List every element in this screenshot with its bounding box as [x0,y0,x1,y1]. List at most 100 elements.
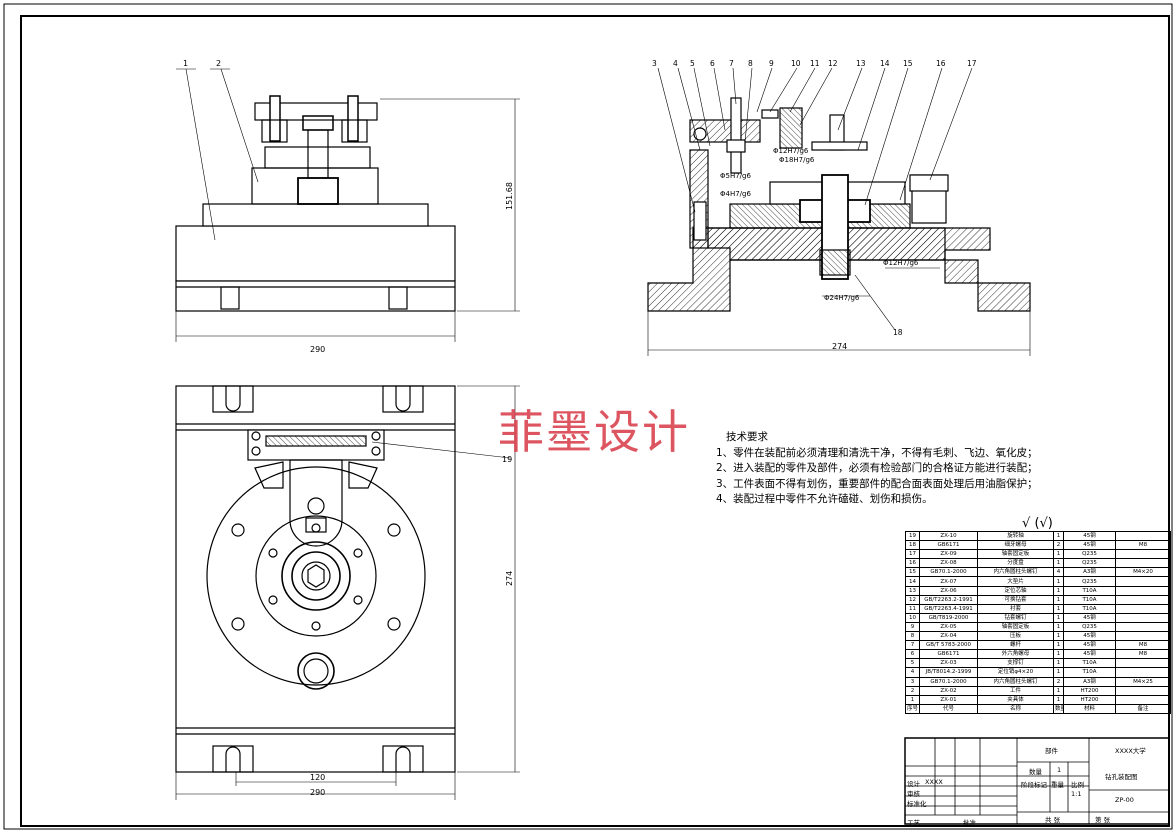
bom-cell-no: 序号 [905,703,920,714]
title-block: 部件 XXXX大学 数量 1 钻孔装配图 阶段标记 重量 比例 1:1 ZP-0… [905,738,1170,827]
bom-cell-code: GB6171 [919,540,978,551]
tb-approve: 批准 [963,819,976,827]
tb-weight-label: 重量 [1051,781,1064,789]
section-balloon-9: 9 [769,59,774,68]
section-balloon-8: 8 [748,59,753,68]
sheet-inner-border [20,15,1170,827]
bom-cell-qty: 1 [1053,576,1064,587]
bom-cell-mat: 45钢 [1063,540,1116,551]
tb-sheet-count: 共 张 [1045,816,1061,824]
bom-cell-no: 1 [905,694,920,705]
tech-title: 技术要求 [726,431,768,443]
bom-cell-no: 14 [905,576,920,587]
bom-cell-name: 细牙螺母 [977,540,1054,551]
top-dim-height: 274 [505,571,514,586]
bom-cell-no: 8 [905,631,920,642]
bom-cell-note: 备注 [1115,703,1171,714]
watermark-text: 菲墨设计 [498,405,690,459]
bom-cell-code: ZX-10 [919,530,978,542]
bom-cell-mat: A3钢 [1063,567,1116,578]
tb-stage-label: 阶段标记 [1021,781,1047,789]
bom-cell-mat: 45钢 [1063,530,1116,542]
bom-cell-mat: 45钢 [1063,612,1116,623]
bom-cell-code: 代号 [919,703,978,714]
bom-cell-no: 3 [905,676,920,687]
bom-cell-code: GB70.1-2000 [919,567,978,578]
bom-cell-code: ZX-03 [919,658,978,669]
bom-cell-mat: Q235 [1063,558,1116,569]
front-balloon-2: 2 [216,59,221,68]
bom-cell-note [1115,658,1171,669]
bom-cell-mat: Q235 [1063,576,1116,587]
section-balloon-12: 12 [828,59,838,68]
bom-cell-name: 压板 [977,631,1054,642]
bom-cell-code: ZX-01 [919,694,978,705]
bom-cell-note: M8 [1115,640,1171,651]
bom-header-row: 序号代号名称数量材料备注 [905,703,1171,714]
bom-cell-mat: T10A [1063,594,1116,605]
fit-24h7: Φ24H7/g6 [824,294,860,302]
bom-cell-no: 5 [905,658,920,669]
section-balloon-14: 14 [880,59,890,68]
bom-cell-note [1115,631,1171,642]
bom-cell-mat: Q235 [1063,621,1116,633]
bom-cell-mat: T10A [1063,603,1116,614]
roughness-check-icon: √ [1022,516,1031,531]
bom-cell-qty: 2 [1053,676,1064,687]
bom-cell-name: 轴套固定板 [977,549,1054,560]
section-view [647,67,1031,356]
bom-cell-mat: 材料 [1063,703,1116,714]
tech-item-3: 3、工件表面不得有划伤，重要部件的配合面表面处理后用油脂保护； [716,477,1038,490]
bom-cell-code: GB70.1-2000 [919,676,978,687]
bom-cell-note [1115,621,1171,633]
bom-cell-note [1115,685,1171,696]
bom-cell-no: 17 [905,549,920,560]
bom-cell-name: 外六角螺母 [977,649,1054,660]
bom-cell-no: 6 [905,649,920,660]
bom-cell-name: 可换钻套 [977,594,1054,605]
bom-cell-no: 16 [905,558,920,569]
bom-cell-note: M8 [1115,540,1171,551]
section-balloon-3: 3 [652,59,657,68]
section-balloon-10: 10 [791,59,801,68]
bom-cell-qty: 1 [1053,612,1064,623]
bom-cell-no: 4 [905,667,920,678]
bom-cell-no: 19 [905,530,920,542]
section-balloon-11: 11 [810,59,820,68]
section-balloon-6: 6 [710,59,715,68]
front-dim-width: 290 [310,345,325,354]
fit-4h7: Φ4H7/g6 [720,190,751,198]
tb-qty-label: 数量 [1029,768,1042,776]
bom-cell-name: 名称 [977,703,1054,714]
bom-cell-note [1115,576,1171,587]
bom-cell-code: ZX-09 [919,549,978,560]
section-balloon-15: 15 [903,59,913,68]
top-view [175,385,520,800]
bom-cell-name: 工件 [977,685,1054,696]
bom-cell-mat: 45钢 [1063,640,1116,651]
bom-cell-code: GB/T 5783-2000 [919,640,978,651]
bom-cell-code: ZX-04 [919,631,978,642]
bom-cell-no: 11 [905,603,920,614]
bom-cell-note [1115,603,1171,614]
section-balloon-18: 18 [893,328,903,337]
fit-5h7: Φ5H7/g6 [720,172,751,180]
bom-cell-qty: 4 [1053,567,1064,578]
tb-qty-value: 1 [1057,766,1062,774]
bom-cell-mat: A3钢 [1063,676,1116,687]
bom-cell-no: 9 [905,621,920,633]
bom-cell-note [1115,530,1171,542]
bom-cell-note [1115,612,1171,623]
roughness-note: (√) [1034,516,1053,531]
section-balloon-5: 5 [690,59,695,68]
bom-cell-name: 螺杆 [977,640,1054,651]
top-balloon-19: 19 [502,455,512,464]
